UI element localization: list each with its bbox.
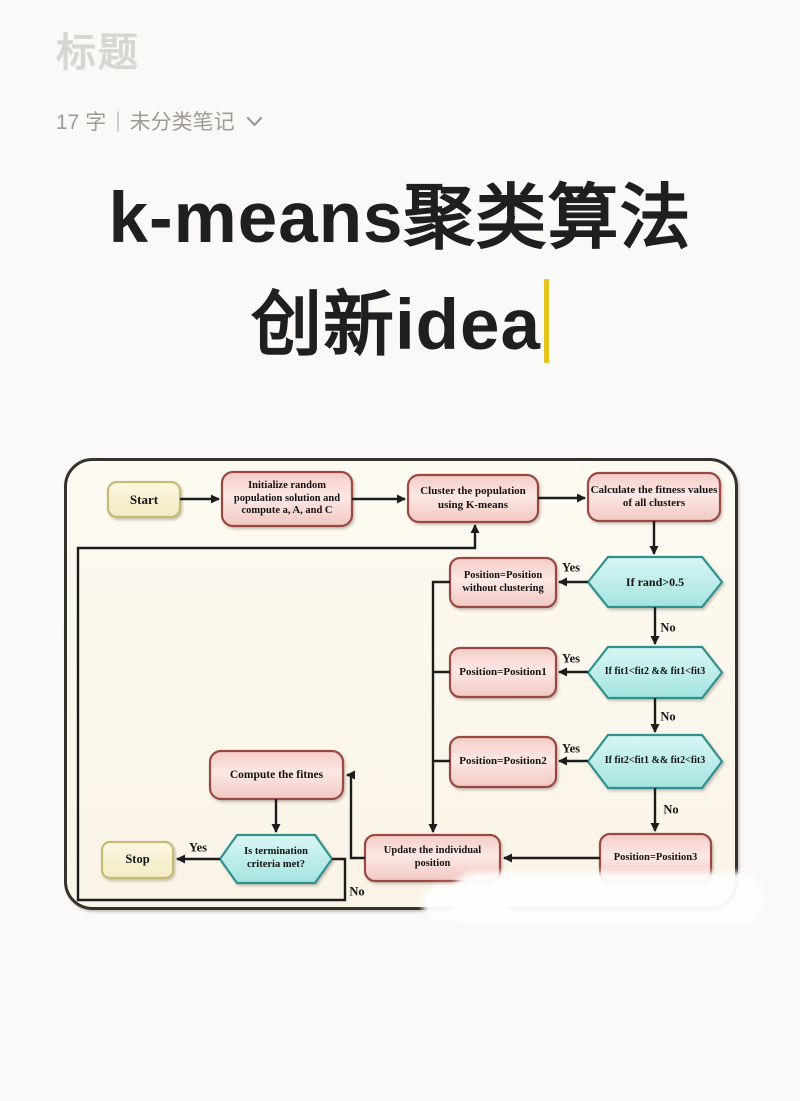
start-node-shape xyxy=(106,480,182,519)
note-meta-row: 17 字 | 未分类笔记 xyxy=(56,106,263,136)
init-node-shape xyxy=(220,470,354,528)
cluster-node-shape xyxy=(406,473,540,524)
title-input[interactable]: 标题 xyxy=(56,31,140,75)
note-title-editor[interactable]: k-means聚类算法 创新idea xyxy=(0,166,800,379)
pos-without-node-shape xyxy=(448,556,558,609)
char-count: 17 字 xyxy=(56,111,107,134)
stop-node-shape xyxy=(100,840,175,880)
calc-node-shape xyxy=(586,471,722,523)
pos1-node-shape xyxy=(448,646,558,699)
chevron-down-icon[interactable] xyxy=(246,116,263,127)
flowchart-nodes xyxy=(100,470,724,885)
terminate-decision-shape xyxy=(218,833,334,885)
meta-divider: | xyxy=(115,109,121,132)
eraser-smudge-tail xyxy=(422,885,512,921)
note-title-line2-wrap: 创新idea xyxy=(0,273,800,380)
if-rand-decision-shape xyxy=(586,555,724,609)
pos2-node-shape xyxy=(448,735,558,789)
flowchart-image[interactable]: Start Initialize random population solut… xyxy=(64,458,764,926)
if-fit2-decision-shape xyxy=(586,733,724,790)
compute-node-shape xyxy=(208,749,345,801)
if-fit1-decision-shape xyxy=(586,645,724,700)
note-title-line2: 创新idea xyxy=(250,285,542,365)
category-selector[interactable]: 未分类笔记 xyxy=(129,111,235,134)
text-cursor xyxy=(544,278,550,363)
flowchart-shapes xyxy=(64,458,738,910)
flow-arrows xyxy=(76,493,660,902)
note-title-line1: k-means聚类算法 xyxy=(108,179,692,258)
